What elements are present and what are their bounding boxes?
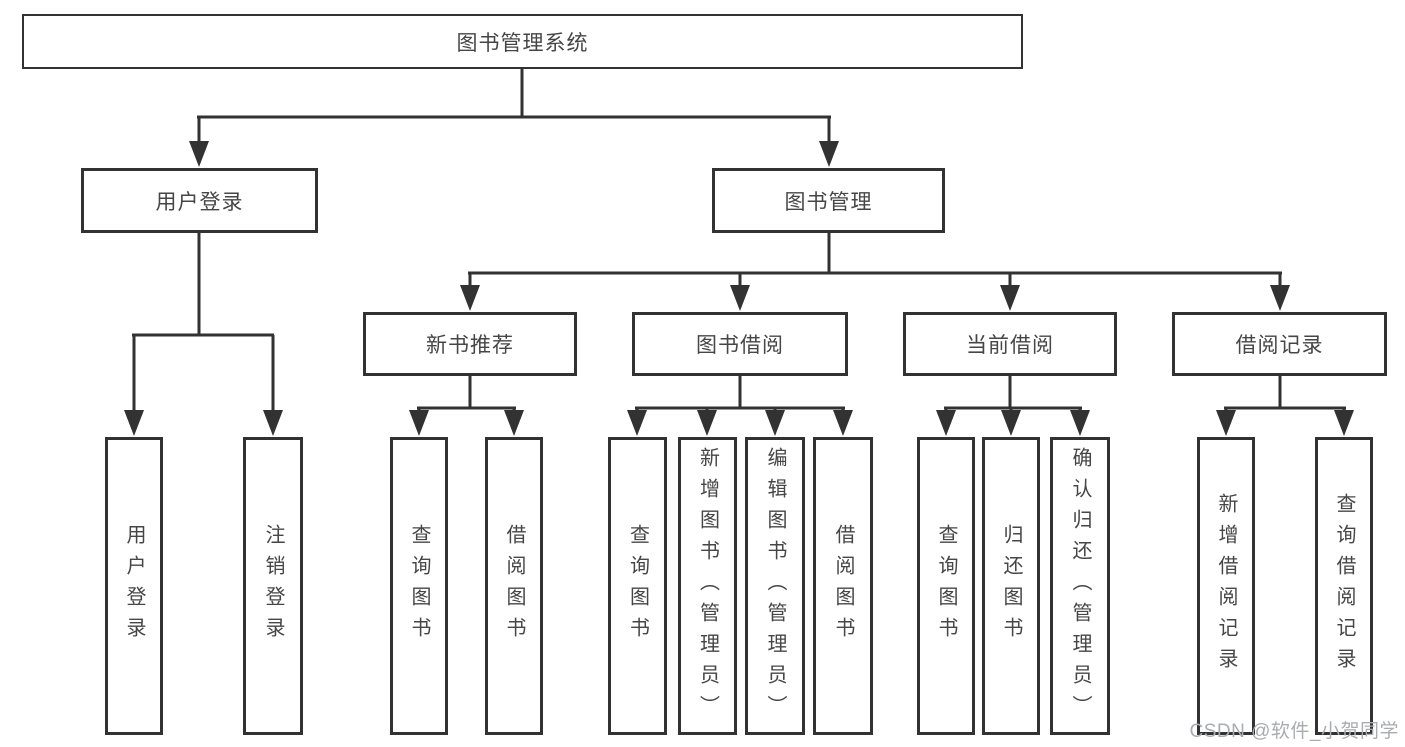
node-book-borrowing: 图书借阅 xyxy=(632,312,848,376)
leaf-user-login: 用户登录 xyxy=(105,437,163,735)
leaf-logout-login: 注销登录 xyxy=(243,437,303,735)
node-label: 当前借阅 xyxy=(966,334,1054,357)
node-book-management: 图书管理 xyxy=(712,168,945,233)
leaf-label: 查询图书 xyxy=(626,524,649,648)
leaf-query-borrow-record: 查询借阅记录 xyxy=(1315,437,1373,735)
leaf-label: 借阅图书 xyxy=(832,524,854,648)
leaf-label: 编辑图书（管理员） xyxy=(764,446,786,726)
leaf-label: 查询借阅记录 xyxy=(1333,493,1355,679)
leaf-label: 查询图书 xyxy=(408,524,430,648)
leaf-borrow-books-recommend: 借阅图书 xyxy=(485,437,543,735)
node-label: 图书管理系统 xyxy=(456,31,589,55)
node-borrowing-records: 借阅记录 xyxy=(1172,312,1387,376)
node-new-book-recommendation: 新书推荐 xyxy=(363,312,577,376)
node-user-login: 用户登录 xyxy=(81,168,318,233)
leaf-label: 归还图书 xyxy=(1000,524,1022,648)
leaf-label: 确认归还（管理员） xyxy=(1069,446,1091,726)
leaf-label: 新增借阅记录 xyxy=(1215,493,1237,679)
leaf-query-books-recommend: 查询图书 xyxy=(390,437,448,735)
csdn-watermark: CSDN @软件_小贺同学 xyxy=(1189,721,1399,742)
node-label: 用户登录 xyxy=(155,190,244,214)
leaf-label: 用户登录 xyxy=(123,524,145,648)
leaf-label: 借阅图书 xyxy=(503,524,525,648)
leaf-query-books-current: 查询图书 xyxy=(917,437,975,735)
node-current-borrowing: 当前借阅 xyxy=(903,312,1117,376)
node-label: 图书借阅 xyxy=(696,334,784,357)
leaf-label: 新增图书（管理员） xyxy=(696,446,719,726)
leaf-label: 注销登录 xyxy=(262,524,284,648)
leaf-label: 查询图书 xyxy=(935,524,957,648)
node-label: 借阅记录 xyxy=(1235,334,1324,357)
leaf-edit-books-admin: 编辑图书（管理员） xyxy=(745,437,805,735)
leaf-return-books: 归还图书 xyxy=(982,437,1040,735)
leaf-confirm-return-admin: 确认归还（管理员） xyxy=(1050,437,1110,735)
node-label: 图书管理 xyxy=(784,190,873,214)
leaf-add-books-admin: 新增图书（管理员） xyxy=(678,437,737,735)
node-library-system: 图书管理系统 xyxy=(22,14,1023,69)
arrowheads xyxy=(124,141,1354,436)
leaf-add-borrow-record: 新增借阅记录 xyxy=(1197,437,1255,735)
leaf-query-books-borrow: 查询图书 xyxy=(608,437,667,735)
leaf-borrow-books: 借阅图书 xyxy=(813,437,873,735)
node-label: 新书推荐 xyxy=(426,334,514,357)
